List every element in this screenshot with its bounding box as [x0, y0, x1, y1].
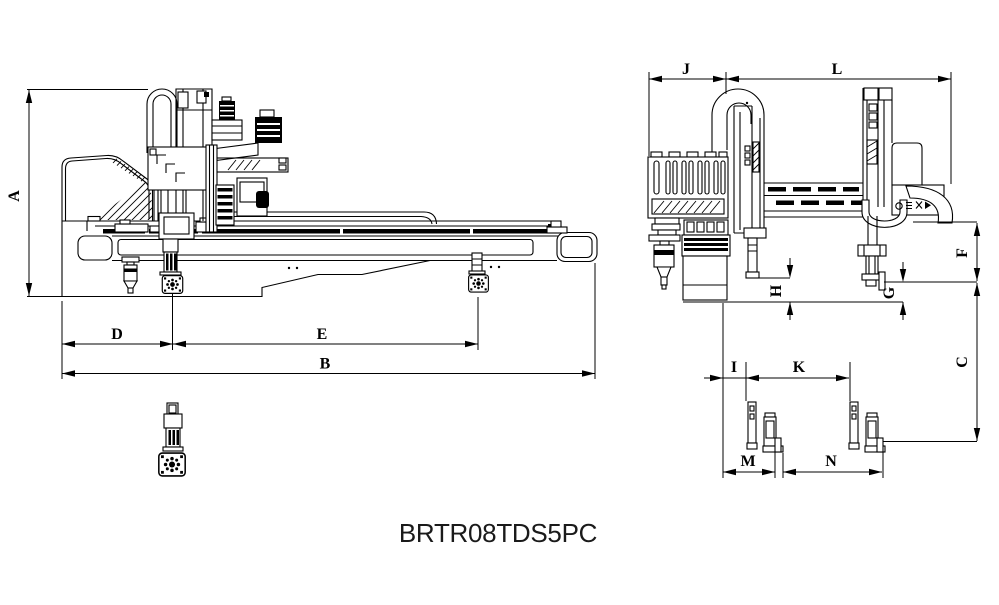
side-motor-cluster — [211, 96, 289, 173]
svg-text:G: G — [881, 286, 898, 299]
dim-B: B — [62, 263, 596, 379]
side-vertical-arm-unit — [158, 212, 195, 294]
svg-text:K: K — [793, 359, 806, 376]
side-filter-regulator — [121, 256, 140, 294]
side-carriage — [147, 146, 216, 221]
front-x-beam — [764, 182, 863, 218]
hood-slope-hatching — [112, 158, 146, 182]
dim-L: L — [726, 61, 952, 184]
side-suction-pad-left — [161, 275, 184, 294]
dim-C: C — [883, 283, 981, 442]
front-right-arm — [861, 87, 954, 245]
svg-text:J: J — [682, 61, 690, 78]
dim-D: D — [61, 294, 173, 379]
front-valve-block — [681, 234, 731, 301]
side-view: A D E B — [6, 88, 598, 477]
svg-text:A: A — [6, 190, 23, 202]
dim-E: E — [173, 297, 479, 350]
svg-text:L: L — [832, 61, 843, 78]
lower-extension-lines — [722, 303, 884, 478]
svg-text:F: F — [954, 248, 971, 258]
svg-text:C: C — [954, 356, 971, 368]
side-suction-pad-right — [468, 274, 489, 293]
gripper-assembly-left — [746, 401, 784, 453]
side-z-units — [205, 144, 269, 233]
front-left-arm — [711, 88, 767, 279]
stator-hatching — [653, 200, 721, 214]
dim-G: G — [881, 262, 977, 320]
gripper-assembly-right — [848, 401, 886, 453]
side-pad-right — [468, 252, 489, 293]
dim-J: J — [648, 61, 727, 156]
right-curved-duct — [905, 185, 954, 224]
side-arm — [232, 211, 438, 225]
front-view: J L — [647, 61, 981, 478]
side-beam — [62, 215, 558, 234]
side-base-body — [61, 221, 557, 298]
front-right-arm-bottom — [857, 244, 887, 291]
front-filter-regulator — [648, 234, 681, 290]
side-cable-duct — [146, 88, 178, 153]
dim-A: A — [6, 89, 148, 297]
side-beam-end-cap — [556, 231, 598, 263]
svg-text:I: I — [731, 359, 737, 376]
svg-text:E: E — [317, 326, 328, 343]
dim-K: K — [723, 359, 849, 382]
svg-text:M: M — [740, 453, 755, 470]
front-stator-box — [647, 151, 729, 236]
dim-I: I — [704, 359, 737, 382]
dim-M: M — [723, 453, 775, 476]
svg-text:H: H — [768, 284, 785, 297]
detached-gripper-component — [158, 402, 186, 477]
dim-F: F — [913, 221, 981, 281]
dim-N: N — [783, 453, 882, 476]
x-axis-indicator — [895, 201, 931, 210]
svg-text:D: D — [111, 326, 123, 343]
right-arm-u-bend-duct — [861, 199, 908, 228]
model-title: BRTR08TDS5PC — [399, 518, 597, 548]
svg-text:B: B — [320, 356, 331, 373]
dim-H: H — [757, 258, 794, 320]
svg-text:N: N — [825, 453, 837, 470]
